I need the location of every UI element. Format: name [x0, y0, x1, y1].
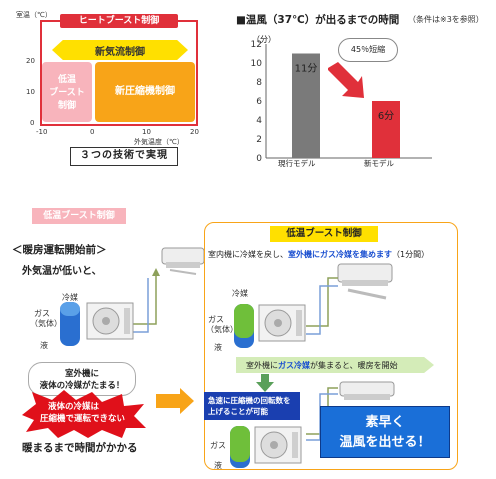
y-tick-label: 6: [256, 97, 262, 107]
before-heating-title: ＜暖房運転開始前＞: [12, 244, 107, 256]
outdoor-unit-right: [258, 304, 306, 342]
liquid-label-right: 液: [214, 343, 222, 352]
y-tick-label: 10: [251, 59, 263, 69]
reduction-arrow: [328, 62, 364, 98]
heating-start-text: 室外機にガス冷媒が集まると、暖房を開始: [246, 360, 398, 371]
rapid-line-2: 上げることが可能: [208, 407, 268, 416]
bar-value-label-1: 6分: [378, 110, 394, 122]
bubble-line-2: 液体の冷媒がたまる！: [39, 381, 125, 391]
heating-start-text-bold: ガス冷媒: [278, 361, 310, 370]
y-tick-label: 2: [256, 135, 262, 145]
low-temp-line-2: ブースト: [49, 88, 85, 98]
cta-line-2: 温風を出せる！: [339, 435, 431, 450]
y-tick-label: 0: [256, 154, 262, 164]
new-compressor-block: 新圧縮機制御: [95, 62, 195, 122]
low-boost-badge: 低温ブースト制御: [32, 208, 126, 224]
outdoor-unit-lower: [254, 426, 302, 464]
pipes-right: [306, 277, 338, 335]
x-tick-10: 10: [142, 128, 151, 136]
y-tick-label: 12: [251, 40, 262, 50]
new-airflow-label: 新気流制御: [95, 47, 145, 58]
gas-label-lower: ガス: [210, 441, 226, 450]
low-temp-line-3: 制御: [57, 101, 76, 111]
bar-chart: 0 2 4 6 8 10 12 11分 6分: [251, 40, 432, 164]
new-airflow-band: [52, 40, 188, 60]
chart-title: ■温風（37℃）が出るまでの時間: [236, 14, 400, 26]
x-tick-0: 0: [90, 128, 95, 136]
liquid-accumulates-bubble: 室外機に 液体の冷媒がたまる！: [28, 362, 136, 396]
x-tick-20: 20: [190, 128, 199, 136]
bar-1: [372, 101, 400, 158]
y-tick-0: 0: [30, 119, 35, 127]
bubble-line-1: 室外機に: [64, 369, 99, 379]
warm-air-fast-callout: 素早く 温風を出せる！: [320, 406, 450, 458]
chart-note: （条件は※3を参照）: [408, 15, 484, 24]
low-temp-line-1: 低温: [57, 75, 76, 85]
heating-start-band: [236, 357, 434, 373]
category-label-current: 現行モデル: [278, 159, 316, 168]
refrigerant-label-right: 冷媒: [232, 289, 248, 298]
gas-label-left-2: （気体）: [30, 319, 62, 328]
gas-label-right-1: ガス: [208, 315, 224, 324]
liquid-label-left: 液: [40, 341, 48, 350]
refrigerant-tank-left: [60, 302, 80, 346]
cold-outside-text: 外気温が低いと、: [22, 266, 102, 277]
collect-gas-text-bold: 室外機にガス冷媒を集めます: [288, 250, 392, 259]
reduction-bubble: 45％短縮: [338, 38, 398, 62]
indoor-unit-left: [161, 247, 205, 275]
category-label-new: 新モデル: [364, 159, 394, 168]
pipes-left: [132, 268, 160, 333]
warning-burst: [22, 390, 146, 438]
collect-gas-text: 室内機に冷媒を戻し、室外機にガス冷媒を集めます（1分間）: [208, 249, 429, 260]
gas-label-right-2: （気体）: [206, 325, 238, 334]
x-tick-minus10: -10: [36, 128, 48, 136]
bar-0: [292, 53, 320, 158]
y-tick-label: 8: [256, 78, 262, 88]
collect-gas-text-tail: （1分間）: [392, 250, 430, 259]
heating-start-text-plain-1: 室外機に: [246, 361, 278, 370]
y-tick-label: 4: [256, 116, 262, 126]
burst-line-2: 圧縮機で運転できない: [40, 414, 126, 424]
heat-boost-header: ヒートブースト制御: [60, 14, 178, 28]
gas-label-left-1: ガス: [34, 309, 50, 318]
transition-arrow: [156, 388, 194, 414]
cta-line-1: 素早く: [365, 415, 405, 430]
low-temp-boost-block: 低温 ブースト 制御: [42, 62, 92, 122]
three-tech-caption: ３つの技術で実現: [70, 147, 178, 166]
y-axis-ticks: 0 2 4 6 8 10 12: [251, 40, 263, 164]
indoor-unit-lower: [339, 381, 395, 400]
liquid-label-lower: 液: [214, 461, 222, 470]
y-tick-10: 10: [26, 88, 35, 96]
y-tick-20: 20: [26, 57, 35, 65]
refrigerant-tank-lower: [230, 426, 250, 468]
low-boost-panel-header: 低温ブースト制御: [270, 226, 378, 242]
rapid-line-1: 急速に圧縮機の回転数を: [208, 396, 291, 405]
indoor-unit-right: [337, 263, 393, 300]
heating-start-text-plain-2: が集まると、暖房を開始: [310, 361, 398, 370]
burst-line-1: 液体の冷媒は: [48, 402, 100, 412]
rapid-compressor-box: 急速に圧縮機の回転数を 上げることが可能: [204, 392, 300, 420]
slow-warming-text: 暖まるまで時間がかかる: [22, 442, 138, 454]
outdoor-unit-left: [86, 302, 134, 340]
collect-gas-text-plain: 室内機に冷媒を戻し、: [208, 250, 288, 259]
outdoor-temp-axis-label: 外気温度（℃）: [134, 138, 184, 146]
bar-value-label-0: 11分: [295, 63, 318, 75]
refrigerant-label-left: 冷媒: [62, 293, 78, 302]
down-arrow: [256, 374, 274, 392]
refrigerant-tank-right: [234, 304, 254, 348]
chart-ylabel: （分）: [252, 35, 276, 44]
room-temp-axis-label: 室温（℃）: [16, 11, 52, 19]
